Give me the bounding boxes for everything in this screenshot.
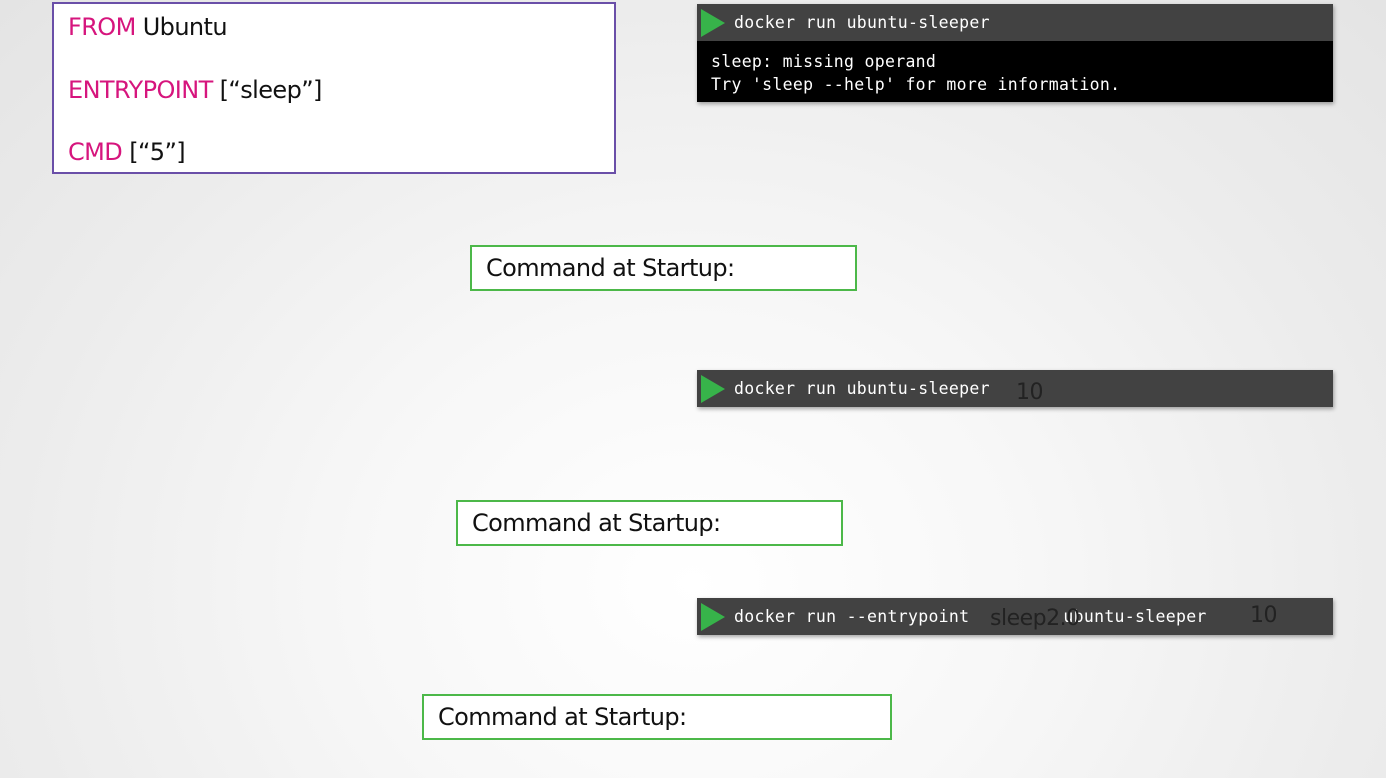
terminal-1-command-bar: docker run ubuntu-sleeper	[697, 4, 1333, 41]
terminal-1-command: docker run ubuntu-sleeper	[734, 13, 990, 32]
terminal-2-arg-overlay: 10	[1016, 380, 1044, 405]
dockerfile-from-line: FROM Ubuntu	[68, 13, 228, 41]
terminal-3-entrypoint-overlay: sleep2.0	[990, 606, 1080, 631]
terminal-3-command: docker run --entrypoint ubuntu-sleeper	[734, 607, 1207, 627]
terminal-2-command: docker run ubuntu-sleeper	[734, 379, 990, 398]
play-icon	[701, 375, 725, 403]
from-keyword: FROM	[68, 13, 136, 41]
command-at-startup-box-1: Command at Startup:	[470, 245, 857, 291]
dockerfile-box: FROM Ubuntu ENTRYPOINT [“sleep”] CMD [“5…	[52, 2, 616, 174]
terminal-2: docker run ubuntu-sleeper	[697, 370, 1333, 407]
play-icon	[701, 9, 725, 37]
from-value: Ubuntu	[142, 13, 228, 41]
startup-label: Command at Startup:	[472, 509, 721, 537]
command-at-startup-box-2: Command at Startup:	[456, 500, 843, 546]
entrypoint-keyword: ENTRYPOINT	[68, 76, 213, 104]
terminal-1-output-line: sleep: missing operand	[711, 52, 937, 71]
terminal-1-output-line: Try 'sleep --help' for more information.	[711, 75, 1121, 94]
startup-label: Command at Startup:	[438, 703, 687, 731]
cmd-keyword: CMD	[68, 138, 123, 166]
command-at-startup-box-3: Command at Startup:	[422, 694, 892, 740]
terminal-3-command-prefix: docker run --entrypoint	[734, 607, 970, 626]
terminal-3-arg-overlay: 10	[1250, 603, 1278, 628]
dockerfile-entrypoint-line: ENTRYPOINT [“sleep”]	[68, 76, 322, 104]
startup-label: Command at Startup:	[486, 254, 735, 282]
cmd-value: [“5”]	[129, 138, 186, 166]
terminal-2-command-bar: docker run ubuntu-sleeper	[697, 370, 1333, 407]
terminal-1: docker run ubuntu-sleeper sleep: missing…	[697, 4, 1333, 102]
dockerfile-cmd-line: CMD [“5”]	[68, 138, 186, 166]
terminal-3: docker run --entrypoint ubuntu-sleeper	[697, 598, 1333, 635]
entrypoint-value: [“sleep”]	[219, 76, 323, 104]
terminal-3-command-suffix: ubuntu-sleeper	[1063, 607, 1207, 626]
terminal-3-command-bar: docker run --entrypoint ubuntu-sleeper	[697, 598, 1333, 635]
play-icon	[701, 603, 725, 631]
